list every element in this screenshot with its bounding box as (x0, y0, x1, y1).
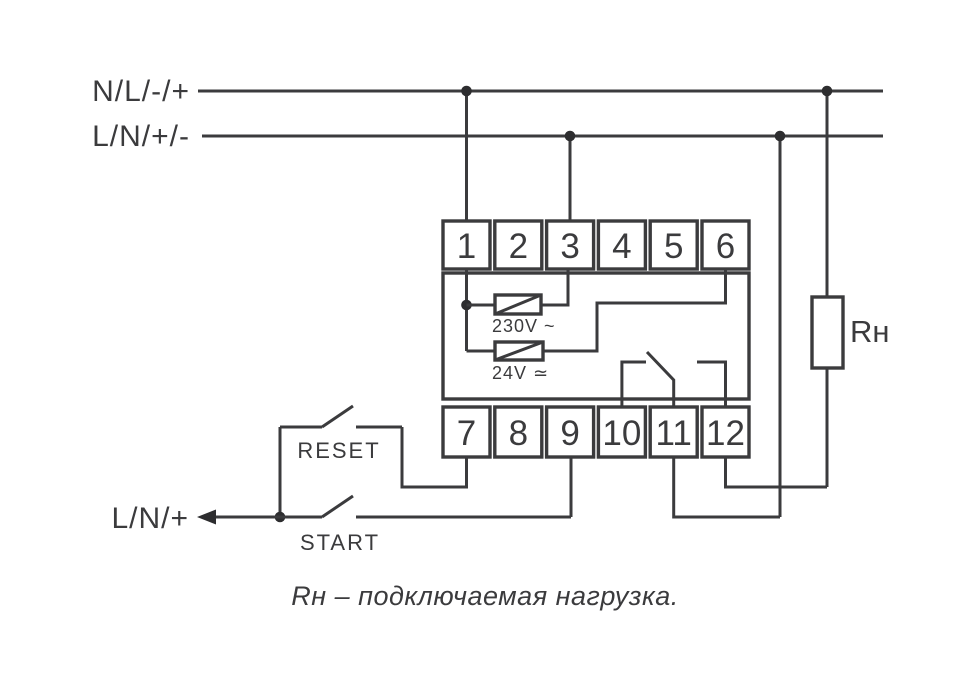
terminal-label: 11 (656, 414, 692, 453)
reset-switch-blade (321, 404, 354, 429)
contact-arm-terminal11 (645, 350, 676, 407)
terminal12-external-wire (724, 457, 827, 489)
terminal7-to-reset-wire (400, 427, 468, 489)
coil-24v-to-terminal6-wire (543, 269, 727, 353)
coil-230v: 230V ~ (461, 269, 570, 351)
coil-24v-label: 24V ≃ (492, 363, 549, 383)
junction-dot (774, 130, 786, 142)
terminal11-external-wire (672, 457, 780, 519)
terminal-label: 4 (612, 227, 631, 266)
terminal-box-2 (493, 219, 544, 271)
output-label: L/N/+ (111, 502, 189, 535)
coil-230v-to-terminal3-wire (541, 269, 570, 307)
coil-230v-label: 230V ~ (492, 316, 556, 336)
feeder-wires (461, 85, 833, 517)
reset-switch-label: RESET (297, 438, 380, 463)
load-label: Rн (850, 314, 890, 349)
terminal-label: 3 (560, 227, 579, 266)
contact-fixed-terminal10 (620, 360, 646, 407)
junction-dot (461, 85, 472, 97)
terminal-row-top: 1 2 3 4 5 6 (441, 219, 751, 271)
junction-dot (564, 130, 576, 142)
terminal-label: 2 (509, 227, 528, 266)
coil-230v-diagonal (494, 293, 542, 316)
contact-fixed-terminal12 (697, 360, 727, 407)
terminal-label: 7 (457, 414, 476, 453)
terminal-row-bottom: 7 8 9 10 11 12 (441, 405, 751, 459)
coil-24v: 24V ≃ (466, 269, 727, 383)
terminal-label: 1 (457, 227, 476, 266)
terminal-box-7 (441, 405, 492, 459)
load-resistor-symbol (810, 295, 845, 370)
junction-dot (821, 85, 833, 97)
terminal-box-4 (596, 219, 648, 271)
relay-device: 1 2 3 4 5 6 7 8 9 10 11 12 (441, 219, 751, 459)
relay-contact (620, 350, 727, 407)
control-circuit: RESET START L/N/+ (111, 404, 573, 555)
terminal-label: 6 (716, 227, 735, 266)
rail-second-label: L/N/+/- (92, 120, 190, 153)
terminal-box-5 (648, 219, 699, 271)
rail-top-label: N/L/-/+ (92, 75, 190, 108)
power-rails: N/L/-/+ L/N/+/- (92, 75, 883, 153)
terminal-label: 12 (706, 414, 745, 453)
diagram-caption: Rн – подключаемая нагрузка. (291, 581, 679, 611)
terminal-label: 5 (664, 227, 683, 266)
terminal-label: 8 (509, 414, 528, 453)
terminal-box-3 (544, 219, 596, 271)
terminal-label: 9 (560, 414, 579, 453)
coil-24v-diagonal (494, 340, 544, 362)
terminal-label: 10 (602, 414, 641, 453)
start-switch-label: START (300, 530, 380, 555)
terminal-box-8 (493, 405, 544, 459)
arrow-left-icon (197, 509, 216, 525)
start-switch-blade (321, 494, 354, 519)
load-circuit: Rн (672, 295, 890, 519)
terminal-box-9 (544, 405, 596, 459)
